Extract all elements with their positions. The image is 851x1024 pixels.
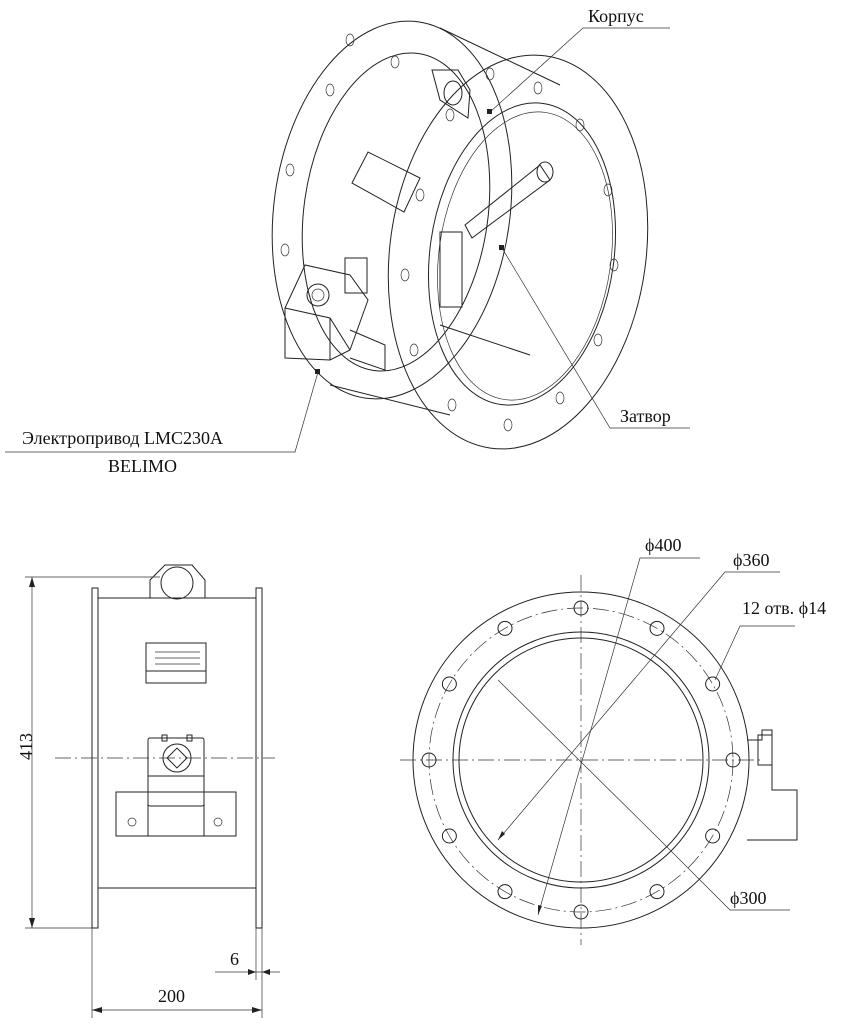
dim-holes: 12 отв. ϕ14 <box>742 598 826 618</box>
label-actuator-brand: BELIMO <box>108 456 177 476</box>
bolt-holes <box>421 600 741 920</box>
bolt-hole <box>573 904 589 920</box>
front-flange-inner <box>427 102 617 406</box>
label-actuator: Электропривод LMC230A <box>22 428 223 448</box>
rear-flange-inner <box>301 52 491 372</box>
front-bolt-holes <box>280 33 619 432</box>
front-view <box>400 557 798 945</box>
label-body: Корпус <box>588 6 644 26</box>
side-view <box>25 564 280 1018</box>
dim-flange-thickness: 6 <box>230 949 239 969</box>
dim-inner-diameter: ϕ300 <box>730 888 766 908</box>
bolt-hole <box>705 828 721 844</box>
actuator-side <box>147 737 205 807</box>
rear-flange-outer <box>271 20 513 400</box>
top-lug <box>149 564 206 598</box>
nameplate <box>145 642 207 672</box>
bolt-hole <box>649 884 665 900</box>
dim-outer-diameter: ϕ400 <box>645 535 681 555</box>
isometric-view <box>5 20 690 453</box>
right-flange <box>255 587 263 929</box>
bolt-hole <box>441 676 457 692</box>
bolt-hole <box>441 828 457 844</box>
bolt-hole <box>725 752 741 768</box>
bolt-hole <box>705 676 721 692</box>
dim-length: 200 <box>158 986 185 1006</box>
front-flange-outer <box>387 54 649 450</box>
bolt-hole <box>497 620 513 636</box>
bolt-hole <box>649 620 665 636</box>
bolt-hole <box>573 600 589 616</box>
dim-height: 413 <box>16 733 36 760</box>
dim-bolt-circle: ϕ360 <box>733 550 769 570</box>
actuator-iso <box>284 264 369 361</box>
bolt-hole <box>497 884 513 900</box>
bolt-hole <box>421 752 437 768</box>
label-damper: Затвор <box>620 406 671 426</box>
